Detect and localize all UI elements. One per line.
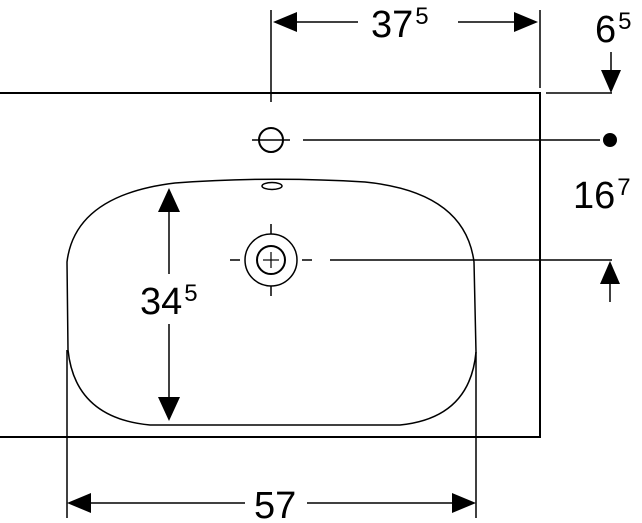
tap-hole (252, 127, 290, 153)
top-width-value: 375 (371, 3, 429, 46)
overflow-slot (261, 181, 283, 191)
bowl-depth-value: 345 (140, 280, 198, 323)
countertop-outline (0, 92, 541, 438)
bottom-width-dimension: 57 (67, 485, 476, 523)
right-top-dimension: 65 (595, 8, 632, 93)
right-middle-value: 167 (573, 174, 631, 217)
bottom-width-value: 57 (254, 485, 296, 523)
right-top-value: 65 (595, 8, 632, 51)
drain-outlet (230, 224, 312, 296)
basin-bowl-outline (66, 178, 477, 426)
top-width-dimension: 375 (273, 3, 538, 46)
bowl-depth-dimension: 345 (140, 188, 198, 421)
right-middle-dimension: 167 (573, 133, 631, 302)
extension-lines (66, 10, 612, 518)
